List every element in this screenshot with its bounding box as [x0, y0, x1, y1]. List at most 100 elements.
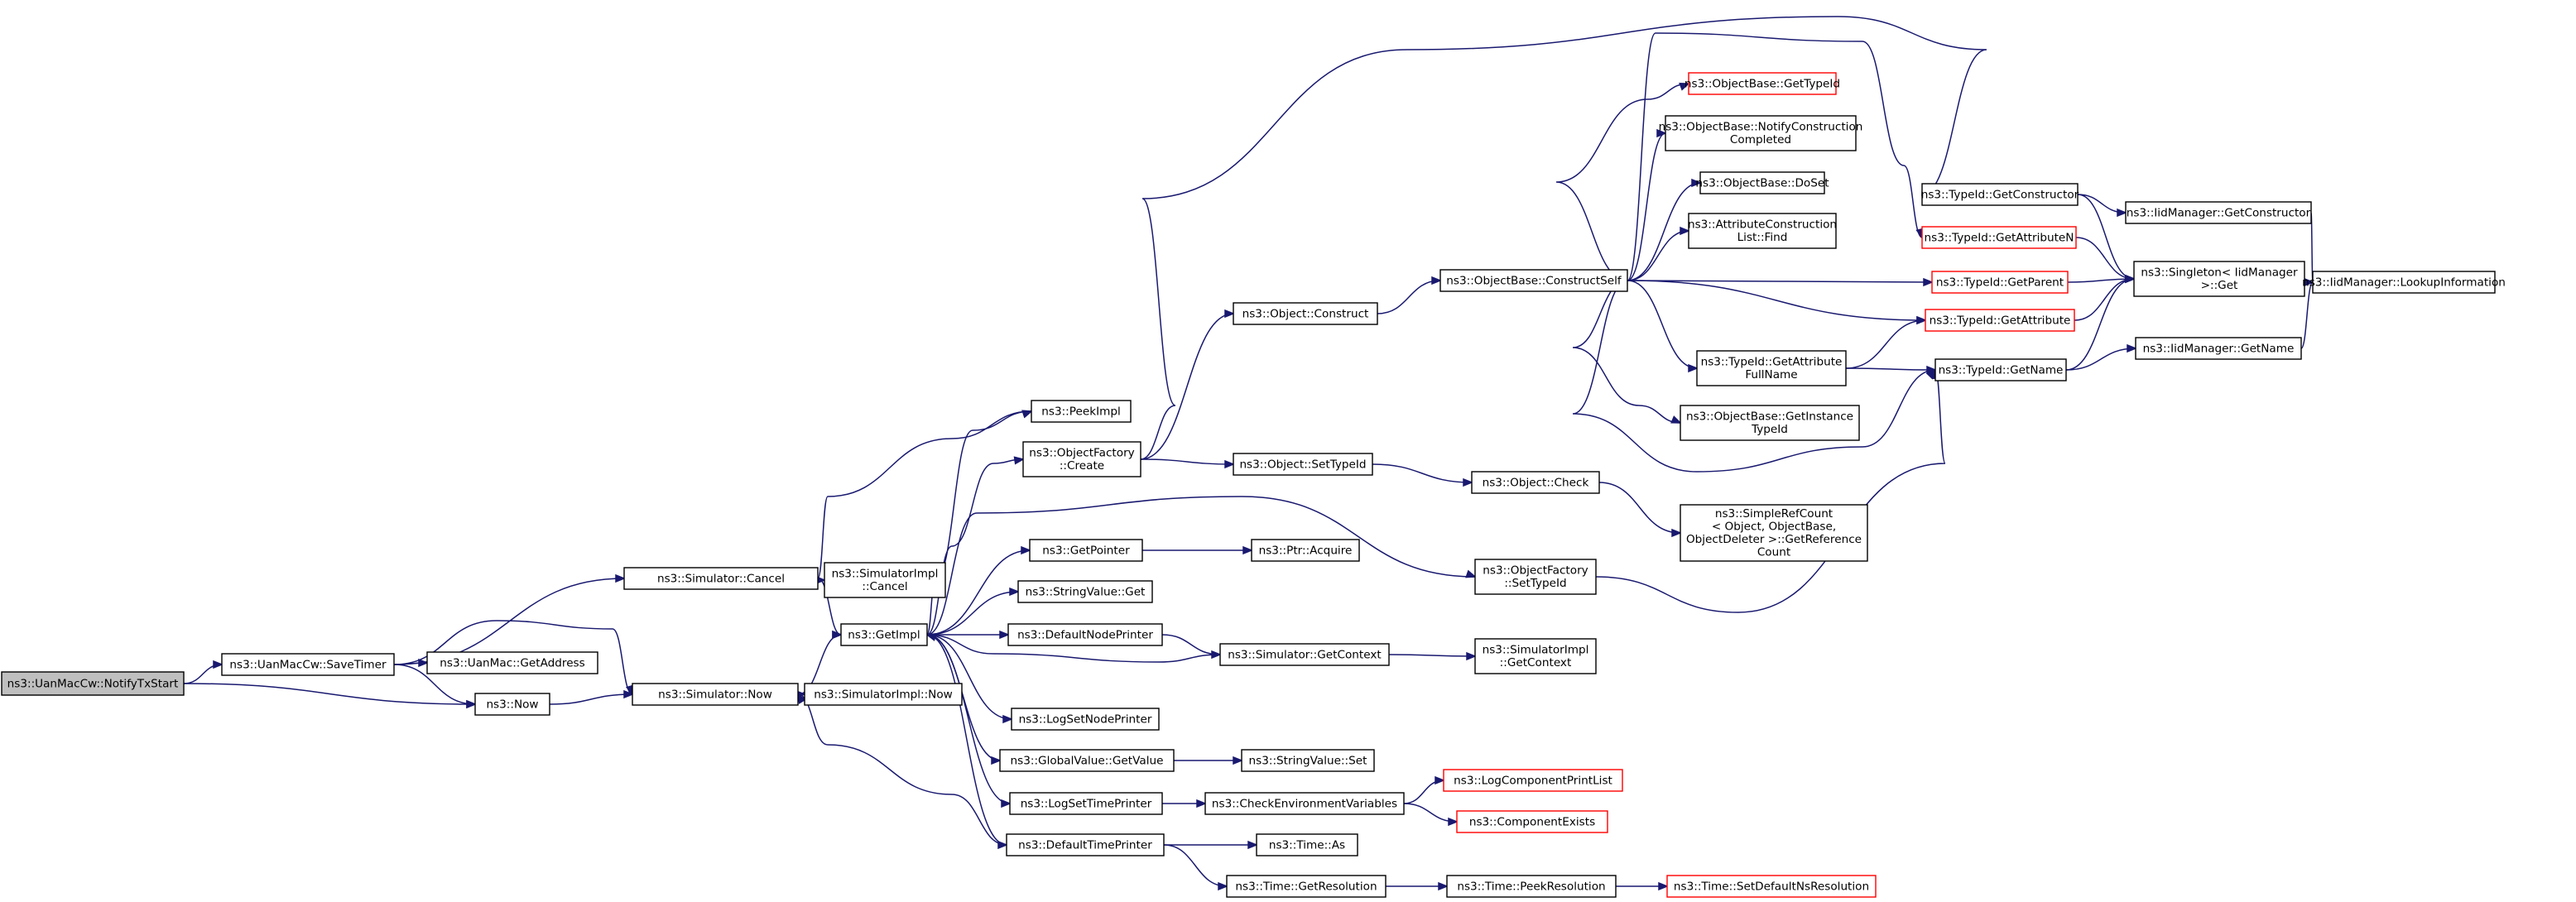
node-box — [1921, 226, 2077, 249]
node-n34[interactable]: ns3::ObjectBase::GetTypeId — [1684, 72, 1840, 95]
arrowhead-n17-n25 — [1218, 881, 1229, 891]
node-label: ns3::ObjectBase::ConstructSelf — [1446, 274, 1622, 287]
node-n22[interactable]: ns3::StringValue::Set — [1241, 749, 1375, 772]
node-label: ns3::TypeId::GetName — [1939, 363, 2064, 377]
node-box — [1241, 749, 1375, 772]
node-n21[interactable]: ns3::Simulator::GetContext — [1219, 643, 1390, 666]
node-box — [1680, 504, 1868, 562]
node-box — [1456, 810, 1608, 833]
node-n49[interactable]: ns3::IidManager::LookupInformation — [2302, 271, 2506, 294]
node-n23[interactable]: ns3::CheckEnvironmentVariables — [1204, 792, 1405, 815]
node-label: List::Find — [1737, 231, 1788, 244]
node-n47[interactable]: ns3::Singleton< IidManager >::Get — [2133, 261, 2305, 297]
node-n13[interactable]: ns3::DefaultNodePrinter — [1007, 623, 1163, 646]
node-box — [1226, 875, 1387, 898]
node-box — [1688, 72, 1837, 95]
edge-n41-n40 — [1845, 319, 1926, 369]
node-n10[interactable]: ns3::ObjectFactory::Create — [1022, 441, 1141, 477]
node-n26[interactable]: ns3::ObjectBase::ConstructSelf — [1439, 269, 1628, 292]
node-n5[interactable]: ns3::Simulator::Now — [632, 683, 799, 706]
node-n48[interactable]: ns3::IidManager::GetName — [2135, 337, 2302, 360]
arrowhead-n26-n37 — [1680, 226, 1691, 236]
node-n19[interactable]: ns3::Object::SetTypeId — [1233, 453, 1373, 476]
node-n1[interactable]: ns3::UanMacCw::SaveTimer — [221, 653, 395, 676]
arrowhead-n0-n1 — [213, 660, 224, 669]
node-label: >::Get — [2201, 279, 2238, 292]
node-n20[interactable]: ns3::Ptr::Acquire — [1251, 539, 1360, 562]
node-n11[interactable]: ns3::GetPointer — [1029, 539, 1143, 562]
node-n24[interactable]: ns3::Time::As — [1256, 833, 1358, 856]
node-box — [824, 562, 946, 598]
edge-n21-n29 — [1388, 654, 1476, 657]
node-n25[interactable]: ns3::Time::GetResolution — [1226, 875, 1387, 898]
edge-n7-n10 — [926, 458, 1024, 636]
node-label: ns3::SimpleRefCount — [1715, 507, 1833, 521]
node-n7[interactable]: ns3::GetImpl — [840, 623, 928, 646]
edge-n1-n5 — [393, 620, 633, 695]
node-n39[interactable]: ns3::TypeId::GetParent — [1931, 271, 2069, 294]
arrowhead-n41-n45 — [1926, 365, 1938, 375]
edge-n7-n28 — [926, 496, 1476, 636]
edge-n45-n48 — [2065, 348, 2136, 371]
node-label: Count — [1757, 546, 1790, 559]
node-n46[interactable]: ns3::IidManager::GetConstructor — [2125, 201, 2312, 224]
node-n27[interactable]: ns3::Object::Check — [1471, 471, 1600, 494]
node-label: ns3::StringValue::Get — [1026, 585, 1146, 598]
node-n3[interactable]: ns3::UanMac::GetAddress — [426, 651, 598, 674]
node-n30[interactable]: ns3::LogComponentPrintList — [1443, 769, 1623, 792]
node-n16[interactable]: ns3::LogSetTimePrinter — [1009, 792, 1163, 815]
node-n43[interactable]: ns3::SimpleRefCount< Object, ObjectBase,… — [1680, 504, 1868, 562]
node-label: ::GetContext — [1500, 656, 1572, 669]
node-label: ns3::StringValue::Set — [1249, 754, 1367, 767]
node-n33[interactable]: ns3::Time::SetDefaultNsResolution — [1666, 875, 1877, 898]
node-n17[interactable]: ns3::DefaultTimePrinter — [1006, 833, 1165, 856]
edge-n26-n45 — [1572, 280, 1936, 473]
node-label: FullName — [1745, 368, 1797, 381]
node-box — [474, 693, 550, 716]
node-n2[interactable]: ns3::Simulator::Cancel — [623, 567, 819, 590]
node-n9[interactable]: ns3::PeekImpl — [1031, 400, 1132, 423]
node-n12[interactable]: ns3::StringValue::Get — [1017, 580, 1153, 603]
node-label: ns3::TypeId::GetConstructor — [1921, 188, 2079, 201]
node-n0: ns3::UanMacCw::NotifyTxStart — [1, 671, 185, 696]
node-n35[interactable]: ns3::ObjectBase::NotifyConstructionCompl… — [1659, 115, 1863, 151]
node-n45[interactable]: ns3::TypeId::GetName — [1934, 358, 2067, 381]
node-box — [1233, 453, 1373, 476]
node-n38[interactable]: ns3::TypeId::GetAttributeN — [1921, 226, 2077, 249]
node-n36[interactable]: ns3::ObjectBase::DoSet — [1695, 171, 1829, 194]
arrowhead-n1-n4 — [466, 699, 478, 709]
node-n31[interactable]: ns3::ComponentExists — [1456, 810, 1608, 833]
node-n29[interactable]: ns3::SimulatorImpl::GetContext — [1474, 638, 1597, 674]
node-n6[interactable]: ns3::SimulatorImpl::Cancel — [824, 562, 946, 598]
node-n15[interactable]: ns3::GlobalValue::GetValue — [999, 749, 1175, 772]
arrowhead-n7-n13 — [999, 630, 1011, 640]
node-box — [1925, 309, 2075, 332]
node-box — [1031, 400, 1132, 423]
arrowhead-n7-n14 — [1002, 714, 1014, 724]
arrowhead-n1-n2 — [615, 573, 627, 583]
arrowhead-n32-n33 — [1658, 881, 1670, 891]
node-box — [1471, 471, 1600, 494]
node-n4[interactable]: ns3::Now — [474, 693, 550, 716]
edge-n1-n4 — [393, 664, 476, 705]
node-label: ns3::ComponentExists — [1469, 815, 1595, 828]
node-n44[interactable]: ns3::TypeId::GetConstructor — [1921, 183, 2079, 206]
arrowhead-n45-n47 — [2125, 274, 2136, 284]
node-box — [1256, 833, 1358, 856]
node-n18[interactable]: ns3::Object::Construct — [1233, 302, 1378, 325]
node-box — [1233, 302, 1378, 325]
node-n40[interactable]: ns3::TypeId::GetAttribute — [1925, 309, 2075, 332]
node-box — [1, 671, 185, 696]
node-label: ObjectDeleter >::GetReference — [1686, 533, 1862, 546]
node-n28[interactable]: ns3::ObjectFactory::SetTypeId — [1474, 559, 1597, 595]
node-n14[interactable]: ns3::LogSetNodePrinter — [1011, 708, 1160, 731]
node-label: ns3::TypeId::GetAttributeN — [1925, 231, 2074, 244]
node-n8[interactable]: ns3::SimulatorImpl::Now — [804, 683, 963, 706]
node-n32[interactable]: ns3::Time::PeekResolution — [1446, 875, 1617, 898]
arrowhead-n16-n23 — [1196, 799, 1208, 808]
arrowhead-n26-n36 — [1691, 178, 1703, 188]
node-label: ns3::IidManager::GetName — [2143, 342, 2295, 355]
